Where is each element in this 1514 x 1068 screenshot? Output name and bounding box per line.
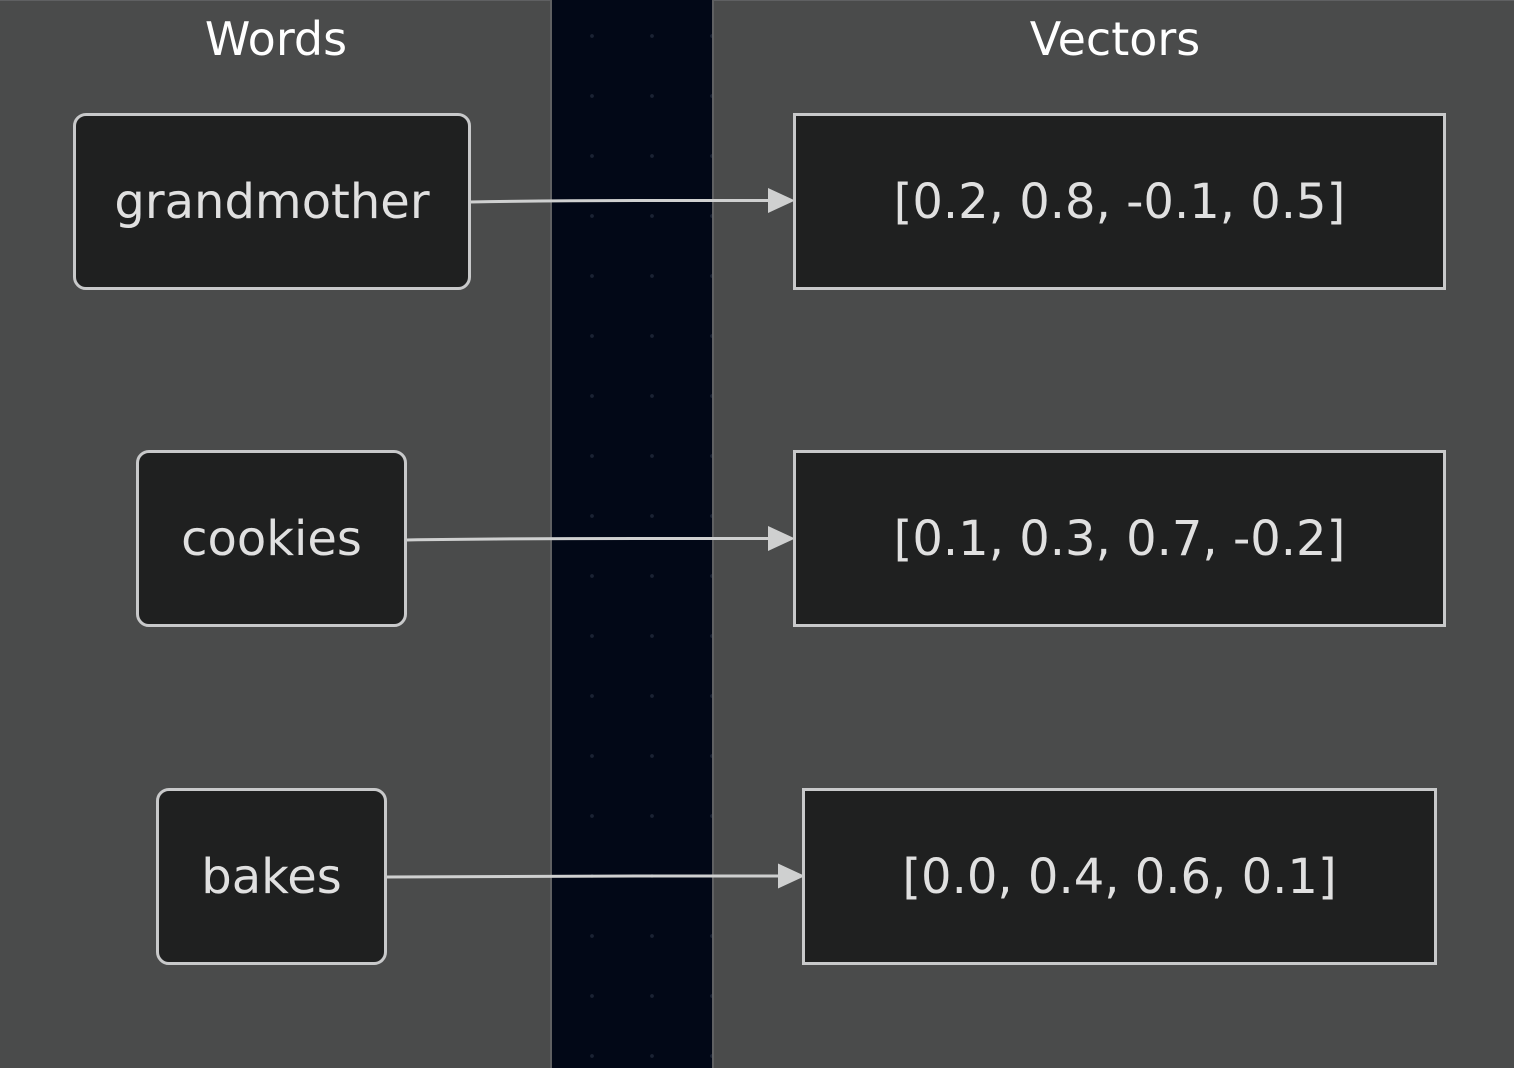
word-label: bakes xyxy=(201,848,342,905)
vector-label: [0.2, 0.8, -0.1, 0.5] xyxy=(893,173,1346,230)
vectors-group-title: Vectors xyxy=(1029,12,1201,66)
vector-node-3: [0.0, 0.4, 0.6, 0.1] xyxy=(802,788,1437,965)
vector-node-2: [0.1, 0.3, 0.7, -0.2] xyxy=(793,450,1446,627)
word-node-cookies: cookies xyxy=(136,450,407,627)
word-node-bakes: bakes xyxy=(156,788,387,965)
vector-node-1: [0.2, 0.8, -0.1, 0.5] xyxy=(793,113,1446,290)
words-group-title: Words xyxy=(204,12,348,66)
word-label: grandmother xyxy=(114,173,430,230)
word-node-grandmother: grandmother xyxy=(73,113,471,290)
word-label: cookies xyxy=(181,510,362,567)
vector-label: [0.1, 0.3, 0.7, -0.2] xyxy=(893,510,1346,567)
vector-label: [0.0, 0.4, 0.6, 0.1] xyxy=(902,848,1337,905)
